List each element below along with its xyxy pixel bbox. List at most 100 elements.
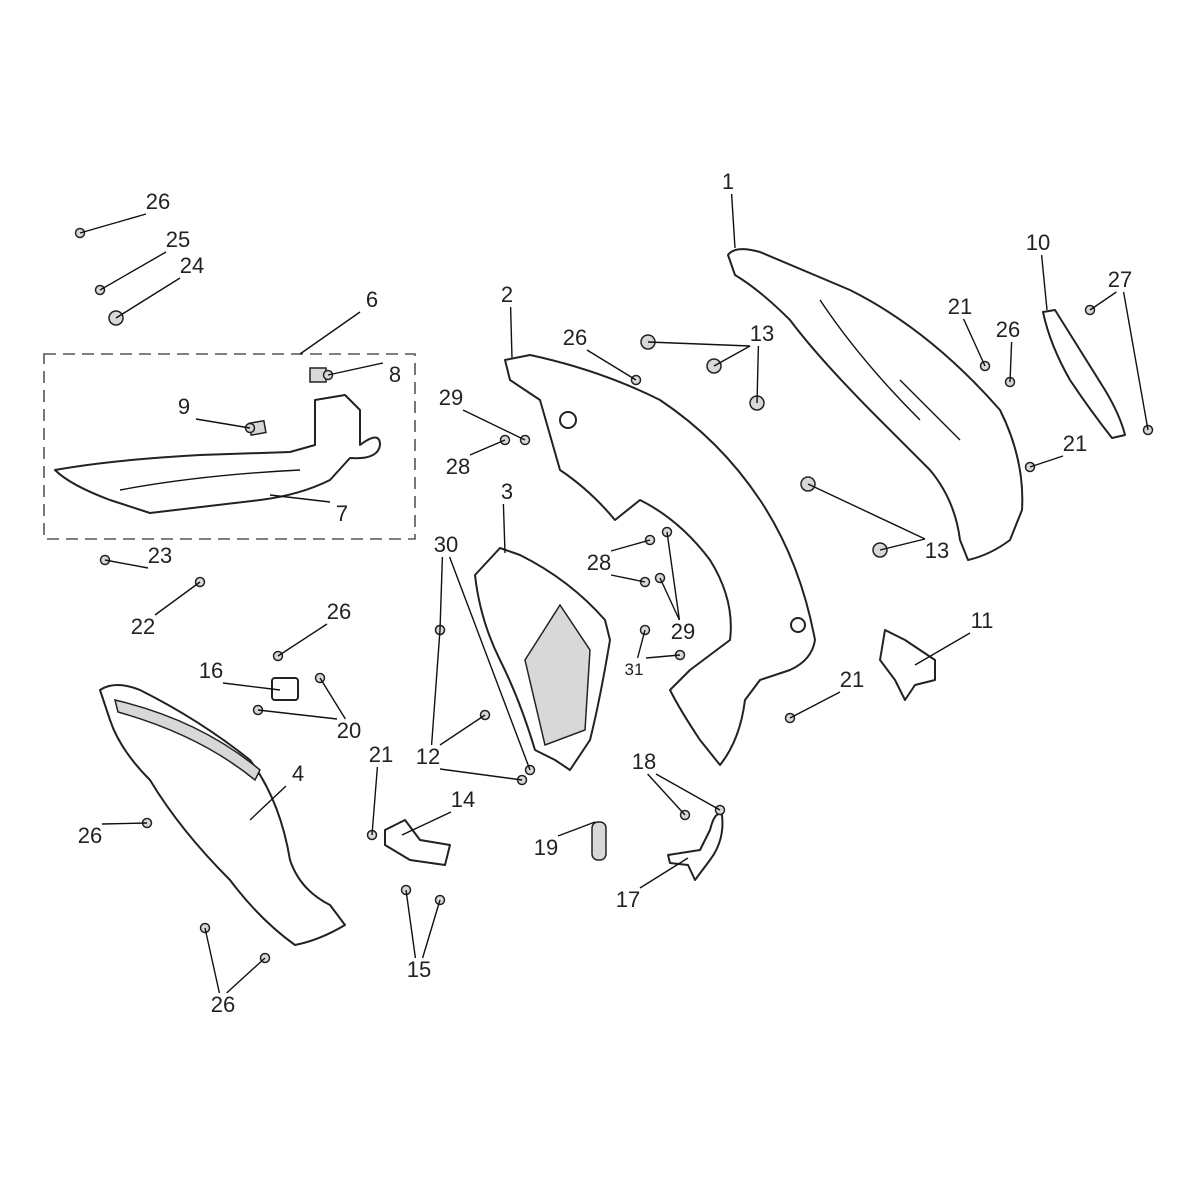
leader-line-29 (666, 531, 681, 621)
callout-6: 6 (365, 287, 379, 312)
leader-line-13 (807, 483, 926, 540)
callout-29: 29 (670, 619, 696, 644)
leader-line-13 (647, 341, 751, 347)
leader-line-30 (448, 556, 531, 771)
leader-line-26 (79, 213, 147, 234)
leader-line-9 (195, 418, 251, 429)
leader-line-16 (222, 682, 281, 691)
leader-line-12 (439, 714, 486, 746)
leader-line-18 (655, 773, 721, 811)
leader-line-31 (645, 654, 681, 659)
leader-line-26 (277, 623, 328, 657)
leader-line-21 (962, 318, 986, 367)
leader-line-8 (327, 362, 384, 376)
leader-line-3 (502, 503, 506, 554)
part-11-plate (879, 629, 936, 701)
leader-line-17 (639, 857, 689, 889)
leader-line-13 (713, 345, 751, 367)
leader-line-1 (730, 193, 736, 249)
callout-26: 26 (562, 325, 588, 350)
leader-line-27 (1122, 291, 1149, 431)
leader-line-13 (879, 538, 926, 551)
leader-line-15 (405, 889, 417, 959)
callout-10: 10 (1025, 230, 1051, 255)
callout-1: 1 (721, 169, 735, 194)
callout-15: 15 (406, 957, 432, 982)
leader-line-27 (1089, 291, 1117, 311)
callout-26: 26 (145, 189, 171, 214)
callout-13: 13 (749, 321, 775, 346)
callout-26: 26 (995, 317, 1021, 342)
callout-26: 26 (77, 823, 103, 848)
leader-line-2 (509, 306, 513, 359)
part-3-vent (524, 603, 591, 747)
callout-31: 31 (624, 660, 644, 679)
leader-line-12 (439, 768, 523, 781)
leader-line-21 (1029, 455, 1064, 468)
part-7-lower-panel (54, 394, 381, 514)
leader-line-31 (636, 629, 646, 659)
leader-line-21 (789, 691, 841, 719)
callout-21: 21 (947, 294, 973, 319)
callout-17: 17 (615, 887, 641, 912)
leader-line-25 (99, 251, 167, 291)
callout-29: 29 (438, 385, 464, 410)
part-4-lower-cover (99, 684, 346, 946)
leader-line-7 (269, 494, 331, 503)
leader-line-30 (439, 556, 444, 631)
callout-26: 26 (326, 599, 352, 624)
leader-line-12 (430, 629, 441, 746)
callout-21: 21 (1062, 431, 1088, 456)
part-10-bracket (1042, 309, 1126, 439)
leader-line-26 (101, 822, 148, 825)
callout-28: 28 (586, 550, 612, 575)
part-19-grommet (591, 821, 607, 861)
part-2-grommet (559, 411, 577, 429)
leader-line-19 (557, 821, 596, 837)
callout-18: 18 (631, 749, 657, 774)
part-4-trim (113, 698, 261, 782)
leader-line-22 (154, 581, 201, 616)
callout-19: 19 (533, 835, 559, 860)
leader-line-26 (226, 957, 266, 994)
leader-line-23 (104, 559, 149, 569)
leader-line-26 (586, 349, 637, 381)
leader-line-6 (299, 311, 361, 355)
leader-line-13 (756, 345, 760, 404)
leader-line-15 (421, 899, 441, 959)
callout-4: 4 (291, 761, 305, 786)
leader-line-4 (249, 785, 287, 821)
leader-line-24 (115, 277, 181, 319)
leader-line-10 (1040, 254, 1048, 311)
callout-25: 25 (165, 227, 191, 252)
callout-28: 28 (445, 454, 471, 479)
leader-line-11 (914, 632, 971, 666)
callout-24: 24 (179, 253, 205, 278)
part-14-bracket (384, 819, 451, 866)
callout-9: 9 (177, 394, 191, 419)
callout-8: 8 (388, 362, 402, 387)
leader-lines (79, 193, 1149, 994)
leader-line-26 (204, 927, 221, 994)
callout-22: 22 (130, 614, 156, 639)
leader-line-14 (401, 811, 452, 836)
leader-line-28 (469, 439, 506, 456)
leader-line-26 (1009, 341, 1013, 383)
callout-20: 20 (336, 718, 362, 743)
callout-21: 21 (839, 667, 865, 692)
callout-23: 23 (147, 543, 173, 568)
leader-line-21 (371, 766, 379, 836)
leader-line-20 (319, 677, 346, 720)
leader-line-28 (610, 539, 651, 552)
callout-13: 13 (924, 538, 950, 563)
part-2-mount-hole (790, 617, 806, 633)
callout-30: 30 (433, 532, 459, 557)
callout-7: 7 (335, 501, 349, 526)
callout-27: 27 (1107, 267, 1133, 292)
callout-16: 16 (198, 658, 224, 683)
leader-line-20 (257, 709, 338, 720)
leader-line-29 (462, 409, 526, 441)
part-2-side-panel (504, 354, 816, 766)
